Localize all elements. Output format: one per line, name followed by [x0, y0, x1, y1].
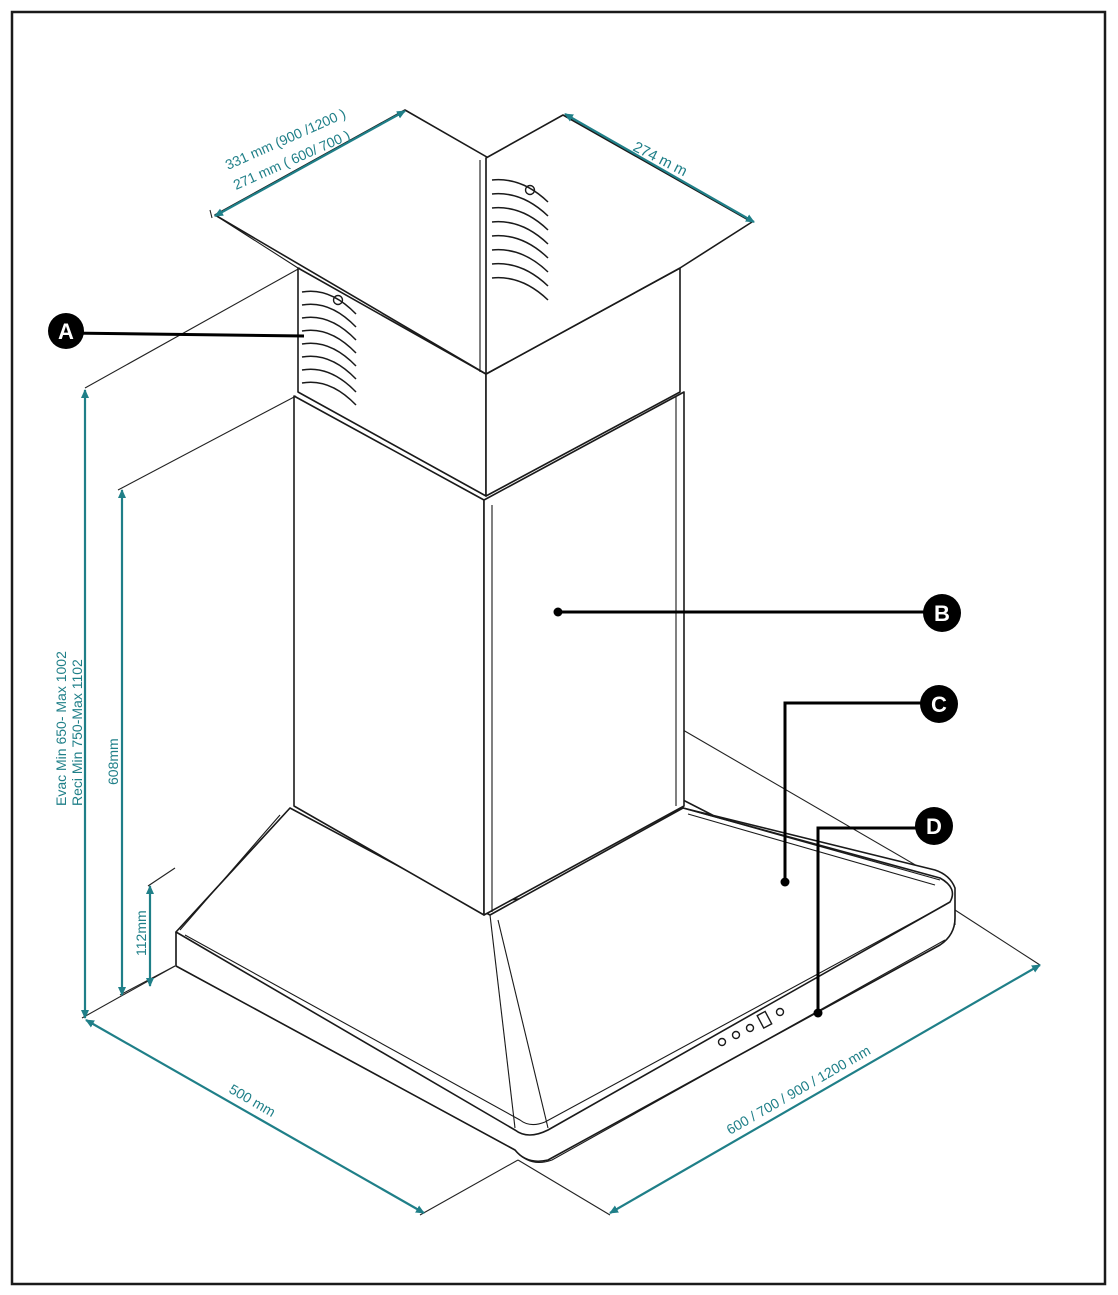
callout-a: A	[48, 313, 84, 349]
dimension-lines	[81, 110, 1041, 1214]
callout-leaders	[65, 331, 940, 1018]
svg-text:D: D	[926, 814, 942, 839]
extension-lines	[81, 209, 1041, 1216]
total-height-label-2: Reci Min 750-Max 1102	[69, 659, 85, 806]
callout-d: D	[915, 807, 953, 845]
chimney-height-label: 608mm	[105, 738, 121, 785]
callout-c: C	[920, 685, 958, 723]
svg-text:C: C	[931, 692, 947, 717]
svg-text:A: A	[58, 319, 74, 344]
callout-b: B	[923, 594, 961, 632]
vent-slots-right	[491, 178, 549, 301]
total-height-label-1: Evac Min 650- Max 1002	[53, 651, 69, 806]
canopy-height-label: 112mm	[133, 910, 149, 956]
vent-slots-left	[301, 290, 357, 406]
lower-chimney	[293, 391, 685, 916]
width-label: 600 / 700 / 900 / 1200 mm	[724, 1042, 874, 1138]
svg-text:B: B	[934, 601, 950, 626]
diagram-border	[10, 10, 1107, 1286]
